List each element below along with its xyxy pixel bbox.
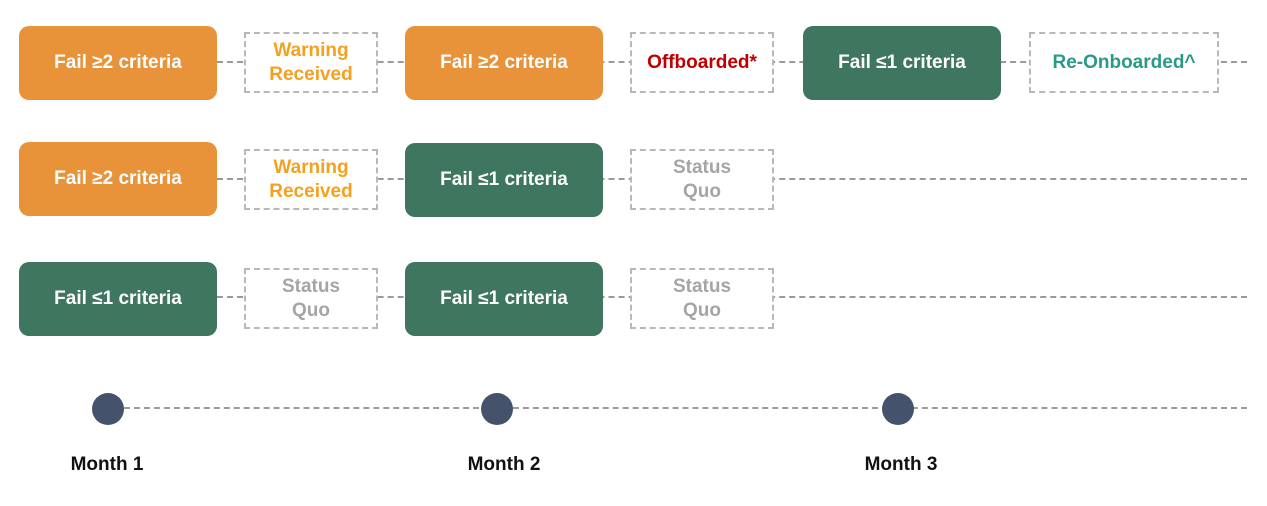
month-label-2: Month 2: [467, 454, 541, 475]
row2-status-quo: Status Quo: [630, 149, 774, 210]
row3-month1-fail-box: Fail ≤1 criteria: [19, 262, 217, 336]
row1-reonboarded-status: Re-Onboarded^: [1029, 32, 1219, 93]
timeline-connector: [124, 407, 1247, 409]
row3-status-quo-2: Status Quo: [630, 268, 774, 329]
row1-offboarded-status: Offboarded*: [630, 32, 774, 93]
row1-month3-fail-box: Fail ≤1 criteria: [803, 26, 1001, 100]
row2-month2-fail-box: Fail ≤1 criteria: [405, 143, 603, 217]
row3-status-quo-1: Status Quo: [244, 268, 378, 329]
row1-warning-received-status: Warning Received: [244, 32, 378, 93]
row1-month1-fail-box: Fail ≥2 criteria: [19, 26, 217, 100]
month-label-1: Month 1: [70, 454, 144, 475]
timeline-dot-month2: [481, 393, 513, 425]
row2-month1-fail-box: Fail ≥2 criteria: [19, 142, 217, 216]
row2-warning-received-status: Warning Received: [244, 149, 378, 210]
timeline-dot-month1: [92, 393, 124, 425]
row3-month2-fail-box: Fail ≤1 criteria: [405, 262, 603, 336]
row1-month2-fail-box: Fail ≥2 criteria: [405, 26, 603, 100]
timeline-dot-month3: [882, 393, 914, 425]
month-label-3: Month 3: [864, 454, 938, 475]
